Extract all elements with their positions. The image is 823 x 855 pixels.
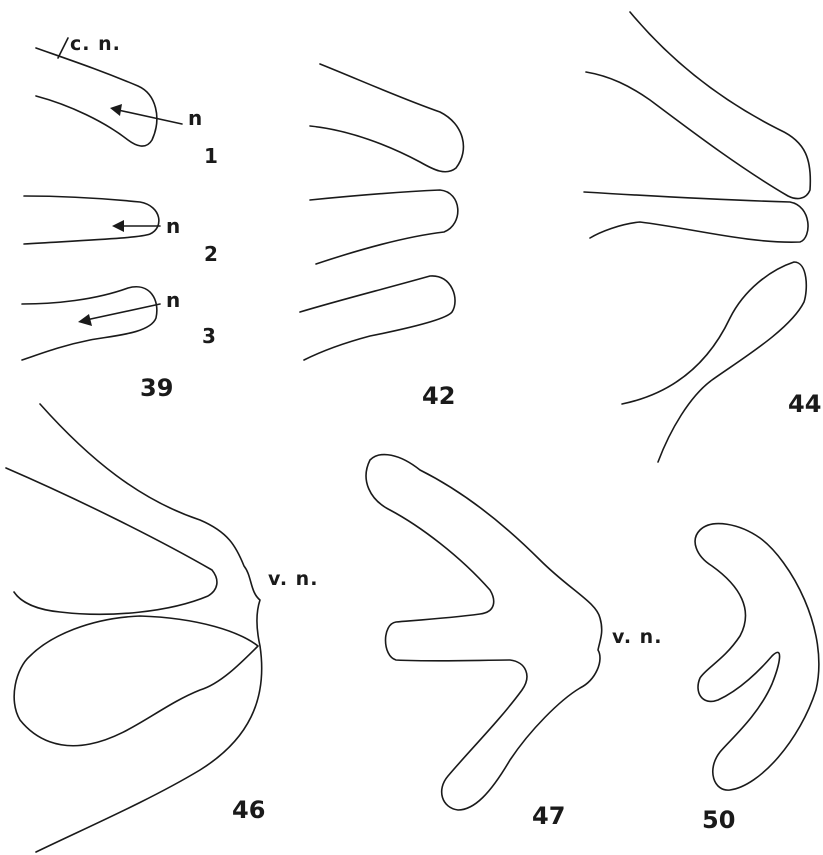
arrow-n3-head [78, 314, 92, 326]
figure-44-middle-outline [584, 192, 808, 242]
label-ventral-nerve-46: v. n. [268, 570, 318, 589]
arrow-n1-shaft [118, 110, 182, 124]
figure-44-drawing [584, 12, 810, 462]
figure-46-lower-outline [14, 616, 258, 746]
label-commissural-nerve: c. n. [70, 35, 121, 54]
label-nerve-3-index: 3 [202, 326, 216, 346]
label-nerve-2: n [166, 216, 180, 236]
figure-39-nerve-2-outline [24, 196, 159, 244]
figure-47-outline [366, 455, 602, 810]
arrow-n1-head [110, 104, 122, 116]
figure-number-47: 47 [532, 804, 565, 828]
figure-50-outline [695, 524, 819, 791]
figure-42-upper-outline [310, 64, 463, 172]
arrow-n3-shaft [86, 304, 160, 320]
figure-50-drawing [695, 524, 819, 791]
label-nerve-1-index: 1 [204, 146, 218, 166]
figure-47-drawing [366, 455, 602, 810]
label-nerve-2-index: 2 [204, 244, 218, 264]
figure-number-50: 50 [702, 808, 735, 832]
label-nerve-1: n [188, 108, 202, 128]
figure-number-46: 46 [232, 798, 265, 822]
figure-46-upper-outline [36, 404, 262, 852]
figure-42-middle-outline [310, 190, 458, 264]
arrow-n2-head [112, 220, 124, 232]
figure-46-drawing [6, 404, 262, 852]
figure-42-drawing [300, 64, 463, 360]
label-nerve-3: n [166, 290, 180, 310]
figure-number-44: 44 [788, 392, 821, 416]
figure-44-upper-outline [586, 12, 810, 198]
figure-42-lower-outline [300, 276, 455, 360]
figure-number-42: 42 [422, 384, 455, 408]
figure-46-middle-outline [6, 468, 217, 614]
figure-number-39: 39 [140, 376, 173, 400]
figure-39-nerve-1-outline [36, 48, 157, 146]
figure-44-lower-outline [622, 262, 806, 462]
figure-39-drawing [22, 38, 159, 360]
label-ventral-nerve-47: v. n. [612, 628, 662, 647]
commissural-nerve-tick [58, 38, 68, 58]
